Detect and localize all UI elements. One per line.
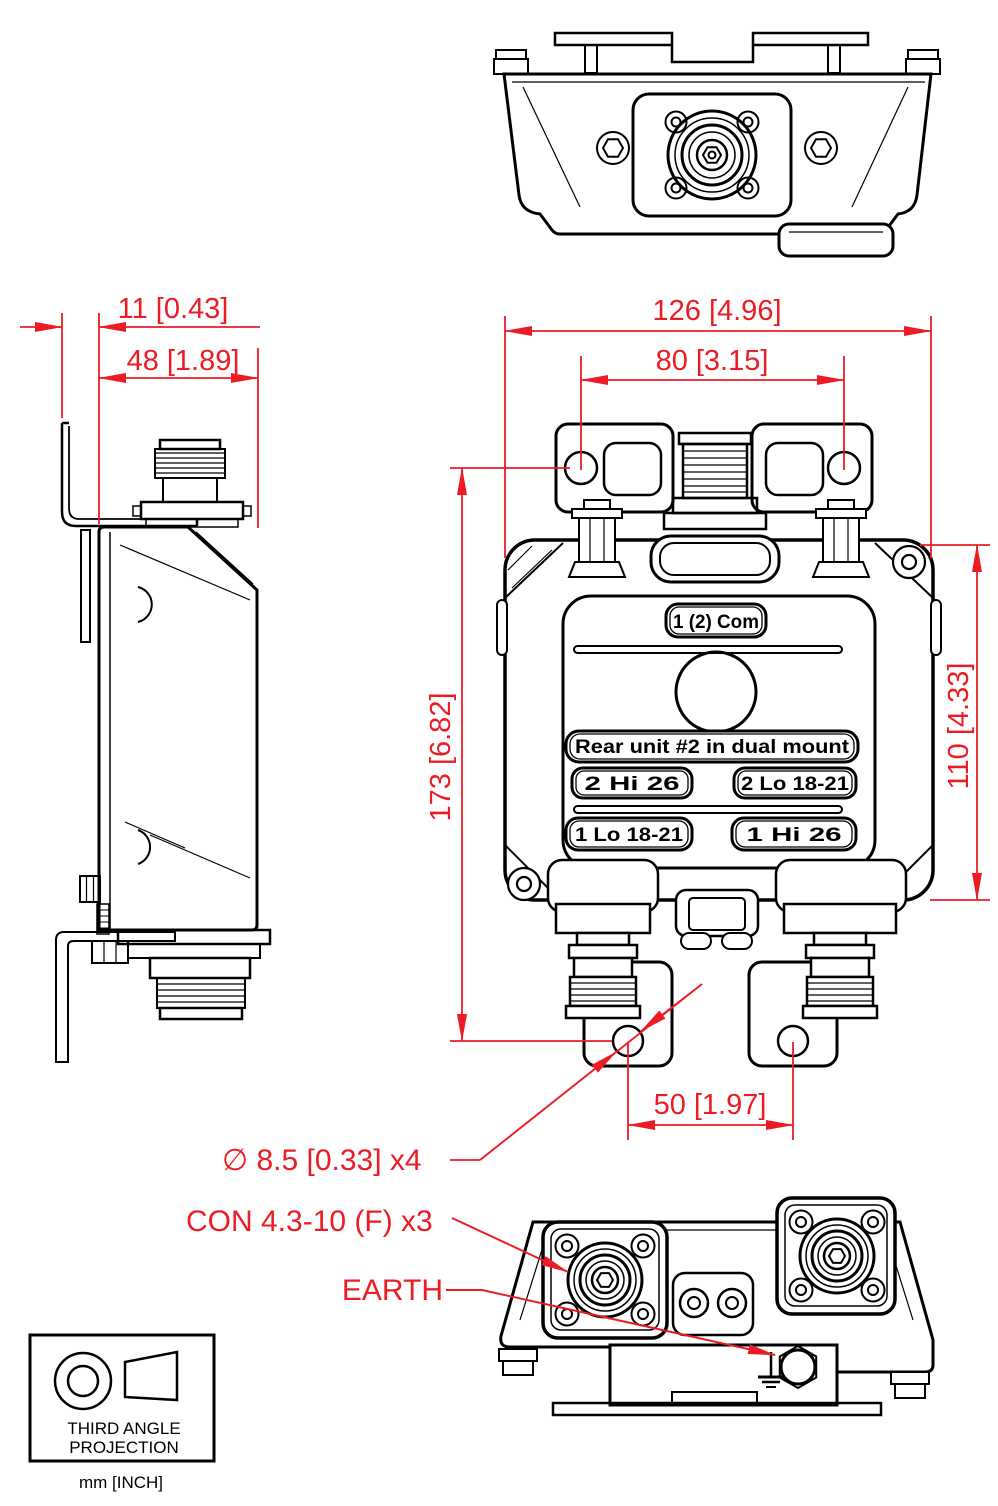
projection-label-line2: PROJECTION: [69, 1438, 179, 1457]
bottom-view: [498, 1196, 935, 1417]
top-view: [493, 31, 941, 258]
front-view-jack-bolt-left: [567, 499, 627, 578]
label-port-1hi: 1 Hi 26: [747, 825, 842, 846]
projection-texts: THIRD ANGLE PROJECTION mm [INCH]: [67, 1419, 180, 1492]
dim-bottom-hole-spacing: 50 [1.97]: [654, 1089, 767, 1121]
label-unit-description: Rear unit #2 in dual mount: [575, 736, 850, 758]
earth-ground-icon: [758, 1352, 784, 1388]
front-view-jack-bolt-right: [811, 499, 871, 578]
front-view-bottom-connector-left: [564, 931, 642, 1020]
bottom-view-connector-right: [775, 1196, 897, 1316]
side-view-hex-bolt: [79, 875, 110, 935]
label-port-2lo: 2 Lo 18-21: [741, 774, 849, 795]
front-view-corner-screws: [506, 544, 927, 902]
front-view-label-panel: [561, 594, 877, 870]
side-view-top-connector: [132, 438, 252, 528]
side-view-body-outline: [97, 525, 259, 932]
bottom-view-bar: [551, 1391, 883, 1417]
front-view-bottom-shoulders: [546, 858, 908, 950]
label-port-1lo: 1 Lo 18-21: [575, 825, 683, 846]
side-view-bottom-connector: [91, 928, 272, 1021]
label-port-2hi: 2 Hi 26: [585, 774, 680, 795]
bottom-view-lower-plate: [608, 1343, 839, 1407]
front-view: [496, 422, 942, 1068]
top-view-bottom-boss: [777, 222, 895, 258]
top-view-hex-screw-right: [804, 131, 838, 165]
front-view-top-connector: [662, 431, 768, 531]
bottom-view-middle-screws: [671, 1271, 755, 1337]
dim-overall-height: 173 [6.82]: [425, 693, 457, 822]
units-note: mm [INCH]: [79, 1473, 163, 1492]
projection-label-line1: THIRD ANGLE: [67, 1419, 180, 1438]
dim-overall-width: 126 [4.96]: [653, 295, 782, 327]
bottom-view-connector-left: [541, 1220, 669, 1340]
annotation-earth: EARTH: [342, 1274, 443, 1307]
side-view: [55, 421, 272, 1063]
top-view-body-accents: [512, 81, 925, 208]
bottom-view-earth-terminal: [758, 1344, 818, 1390]
label-common-port: 1 (2) Com: [673, 612, 759, 633]
front-view-bottom-connector-right: [801, 931, 879, 1020]
dim-side-bracket-offset: 11 [0.43]: [118, 293, 229, 325]
front-view-mounting-bracket: [554, 422, 874, 514]
side-view-body-accents: [109, 531, 254, 930]
top-view-connector-flange: [631, 92, 793, 218]
annotation-connector-type: CON 4.3-10 (F) x3: [186, 1205, 433, 1238]
bottom-view-feet: [498, 1348, 930, 1399]
dim-mounting-hole-diameter: ∅ 8.5 [0.33] x4: [222, 1144, 422, 1177]
product-label-texts: 1 (2) Com Rear unit #2 in dual mount 2 H…: [575, 612, 850, 846]
third-angle-symbol-icon: [53, 1350, 179, 1411]
front-view-collar: [649, 534, 781, 584]
diameter-leader: [450, 983, 703, 1161]
dim-side-depth: 48 [1.89]: [127, 345, 240, 377]
top-view-mounting-bar: [553, 31, 870, 74]
side-view-bracket-bottom: [55, 931, 176, 1063]
connector-leader: [451, 1217, 569, 1273]
dim-body-height: 110 [4.33]: [943, 663, 975, 790]
label-plate: [564, 602, 860, 852]
projection-title-block: [28, 1333, 216, 1463]
earth-leader: [446, 1289, 776, 1356]
top-view-hex-screw-left: [596, 131, 630, 165]
side-view-bracket-top: [60, 421, 199, 643]
dimension-texts: 11 [0.43] 48 [1.89] 126 [4.96] 80 [3.15]…: [118, 293, 975, 1307]
top-view-coax-connector: [666, 109, 758, 201]
dim-top-hole-spacing: 80 [3.15]: [656, 345, 769, 377]
